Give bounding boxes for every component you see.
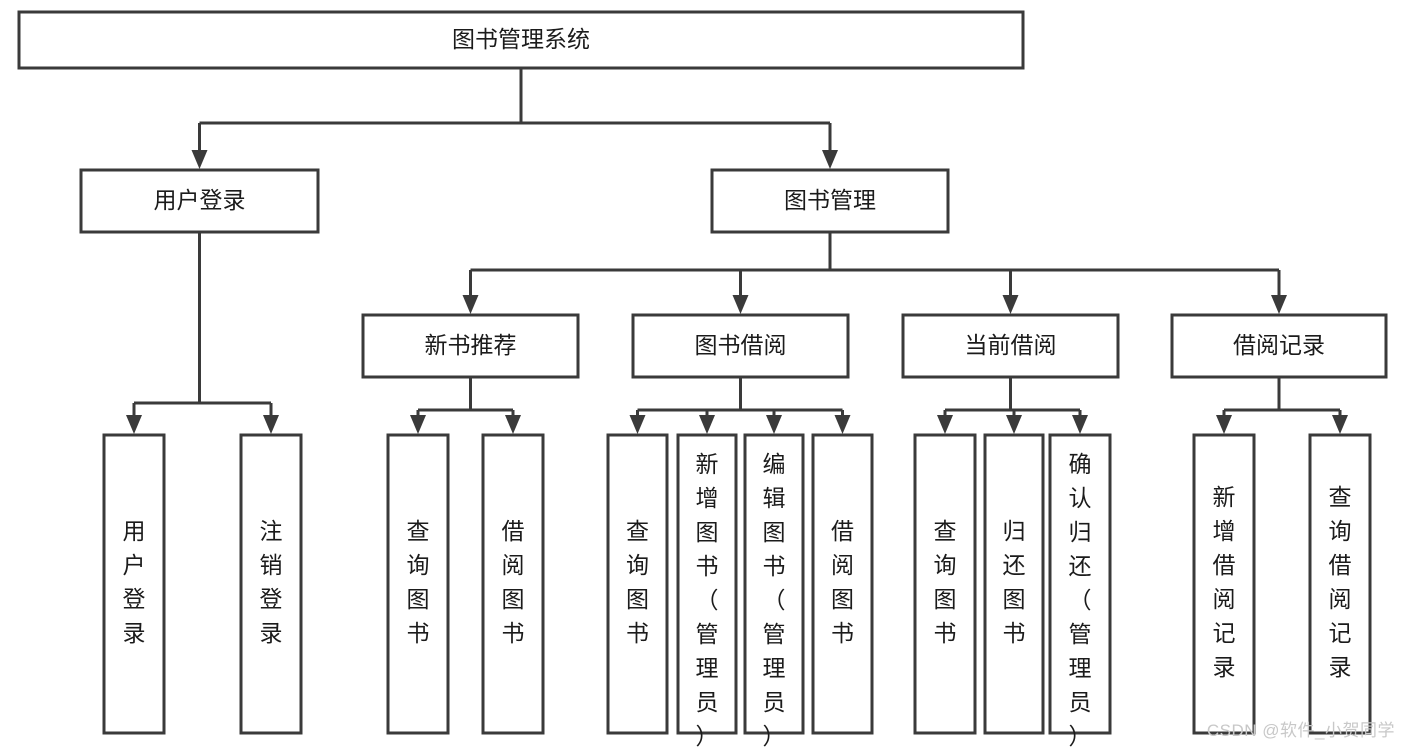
node-box <box>17 10 1025 70</box>
arrow-head-icon <box>732 295 749 314</box>
node-box <box>710 168 950 234</box>
node-label: 用户登录 <box>123 518 146 646</box>
node-label: 图书管理 <box>784 187 876 213</box>
node-box <box>631 313 850 379</box>
node-box <box>913 433 977 735</box>
arrow-head-icon <box>1332 415 1348 434</box>
arrow-head-icon <box>1072 415 1088 434</box>
node-label: 图书借阅 <box>695 332 787 358</box>
node-leaf-query-book-2[interactable]: 查询图书 <box>606 433 669 735</box>
node-book-manage[interactable]: 图书管理 <box>710 168 950 234</box>
node-leaf-query-book-3[interactable]: 查询图书 <box>913 433 977 735</box>
node-leaf-return-book[interactable]: 归还图书 <box>983 433 1045 735</box>
node-leaf-edit-book[interactable]: 编辑图书（管理员） <box>743 433 805 747</box>
node-label: 新书推荐 <box>425 332 517 358</box>
node-label: 当前借阅 <box>965 332 1057 358</box>
arrow-head-icon <box>505 415 521 434</box>
node-box <box>481 433 545 735</box>
node-label: 查询图书 <box>934 518 957 646</box>
node-leaf-query-book-1[interactable]: 查询图书 <box>386 433 450 735</box>
node-box <box>1308 433 1372 735</box>
node-label: 借阅图书 <box>502 518 525 646</box>
node-label: 归还图书 <box>1003 518 1026 646</box>
node-box <box>386 433 450 735</box>
node-box <box>676 433 738 735</box>
node-label: 用户登录 <box>154 187 246 213</box>
node-current-borrow[interactable]: 当前借阅 <box>901 313 1120 379</box>
node-box <box>79 168 320 234</box>
node-leaf-borrow-book-1[interactable]: 借阅图书 <box>481 433 545 735</box>
node-box <box>102 433 166 735</box>
node-label: 借阅图书 <box>831 518 854 646</box>
node-leaf-logout[interactable]: 注销登录 <box>239 433 303 735</box>
node-box <box>606 433 669 735</box>
node-box <box>239 433 303 735</box>
node-label: 借阅记录 <box>1233 332 1325 358</box>
node-label: 编辑图书（管理员） <box>763 451 786 747</box>
arrow-head-icon <box>937 415 953 434</box>
arrow-head-icon <box>822 150 838 169</box>
node-leaf-query-record[interactable]: 查询借阅记录 <box>1308 433 1372 735</box>
node-leaf-add-book[interactable]: 新增图书（管理员） <box>676 433 738 747</box>
node-leaf-borrow-book-2[interactable]: 借阅图书 <box>811 433 874 735</box>
node-box <box>361 313 580 379</box>
node-box <box>983 433 1045 735</box>
node-box <box>1170 313 1388 379</box>
arrow-head-icon <box>834 415 851 434</box>
node-box <box>901 313 1120 379</box>
node-label: 新增图书（管理员） <box>696 451 719 747</box>
arrow-head-icon <box>1216 415 1232 434</box>
arrow-head-icon <box>1271 295 1287 314</box>
arrow-head-icon <box>699 415 715 434</box>
node-box <box>811 433 874 735</box>
node-box <box>743 433 805 735</box>
node-label: 查询借阅记录 <box>1329 484 1352 680</box>
node-borrow-record[interactable]: 借阅记录 <box>1170 313 1388 379</box>
node-label: 新增借阅记录 <box>1213 484 1236 680</box>
node-leaf-confirm-return[interactable]: 确认归还（管理员） <box>1048 433 1112 747</box>
node-root[interactable]: 图书管理系统 <box>17 10 1025 70</box>
node-box <box>1048 433 1112 735</box>
node-book-borrow[interactable]: 图书借阅 <box>631 313 850 379</box>
arrow-head-icon <box>1002 295 1019 314</box>
arrow-head-icon <box>1006 415 1022 434</box>
arrow-head-icon <box>126 415 142 434</box>
arrow-head-icon <box>191 150 208 169</box>
node-box <box>1192 433 1256 735</box>
node-leaf-add-record[interactable]: 新增借阅记录 <box>1192 433 1256 735</box>
node-new-book-rec[interactable]: 新书推荐 <box>361 313 580 379</box>
node-user-login[interactable]: 用户登录 <box>79 168 320 234</box>
arrow-head-icon <box>462 295 479 314</box>
node-leaf-user-login[interactable]: 用户登录 <box>102 433 166 735</box>
node-label: 注销登录 <box>260 518 283 646</box>
node-label: 图书管理系统 <box>452 26 590 52</box>
node-label: 确认归还（管理员） <box>1069 451 1092 747</box>
arrow-head-icon <box>263 415 279 434</box>
arrow-head-icon <box>410 415 426 434</box>
node-label: 查询图书 <box>626 518 649 646</box>
node-label: 查询图书 <box>407 518 430 646</box>
arrow-head-icon <box>629 415 646 434</box>
arrow-head-icon <box>766 415 782 434</box>
